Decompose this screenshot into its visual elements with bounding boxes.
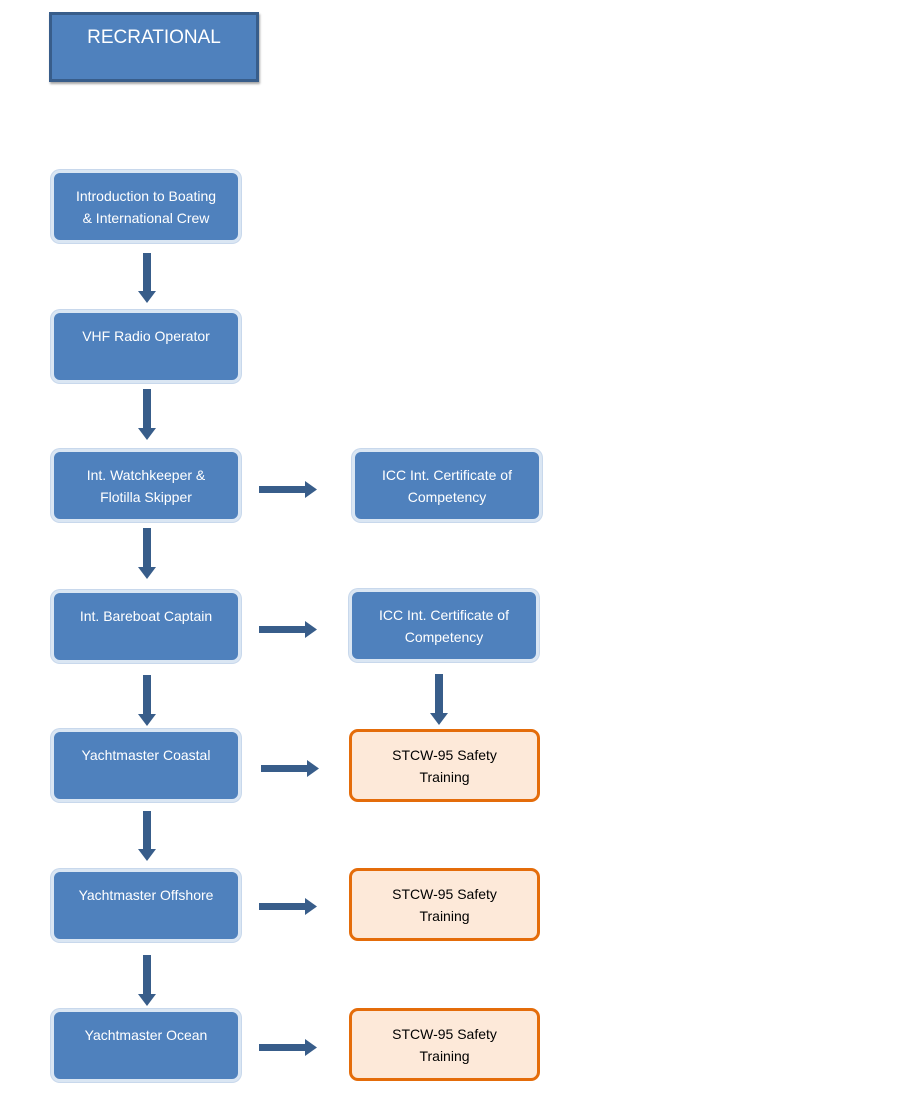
node-icc-certificate-1: ICC Int. Certificate of Competency [352,449,542,522]
node-label: Yachtmaster Ocean [84,1027,208,1043]
node-int-bareboat-captain: Int. Bareboat Captain [51,590,241,663]
node-label: Training [419,769,470,785]
node-label: STCW-95 Safety [392,886,497,902]
node-label: Training [419,1048,470,1064]
node-stcw-safety-3: STCW-95 Safety Training [349,1008,540,1081]
node-label: STCW-95 Safety [392,1026,497,1042]
node-label: Yachtmaster Offshore [78,887,214,903]
node-label: ICC Int. Certificate of [382,467,512,483]
arrow-down-bareboat-coastal [138,675,156,726]
arrow-down-coastal-offshore [138,811,156,861]
node-yachtmaster-ocean: Yachtmaster Ocean [51,1009,241,1082]
node-label: Flotilla Skipper [100,489,192,505]
node-vhf-radio-operator: VHF Radio Operator [51,310,241,383]
arrow-right-coastal-stcw [261,760,319,777]
page-title: RECRATIONAL [49,12,259,82]
node-intro-to-boating: Introduction to Boating & International … [51,170,241,243]
node-stcw-safety-1: STCW-95 Safety Training [349,729,540,802]
node-label: Competency [407,489,487,505]
node-label: ICC Int. Certificate of [379,607,509,623]
node-label: Introduction to Boating [75,188,217,204]
node-label: & International Crew [82,210,210,226]
node-label: Training [419,908,470,924]
arrow-down-intro-vhf [138,253,156,303]
arrow-down-offshore-ocean [138,955,156,1006]
arrow-down-vhf-watchkeeper [138,389,156,440]
arrow-down-icc-stcw [430,674,448,725]
arrow-right-watchkeeper-icc [259,481,317,498]
node-yachtmaster-coastal: Yachtmaster Coastal [51,729,241,802]
arrow-right-bareboat-icc [259,621,317,638]
node-label: Int. Bareboat Captain [79,608,213,624]
arrow-down-watchkeeper-bareboat [138,528,156,579]
node-int-watchkeeper: Int. Watchkeeper & Flotilla Skipper [51,449,241,522]
arrow-right-ocean-stcw [259,1039,317,1056]
node-icc-certificate-2: ICC Int. Certificate of Competency [349,589,539,662]
arrow-right-offshore-stcw [259,898,317,915]
node-label: STCW-95 Safety [392,747,497,763]
node-label: Int. Watchkeeper & [86,467,206,483]
node-yachtmaster-offshore: Yachtmaster Offshore [51,869,241,942]
node-label: Yachtmaster Coastal [81,747,211,763]
node-label: VHF Radio Operator [82,328,210,344]
node-stcw-safety-2: STCW-95 Safety Training [349,868,540,941]
node-label: Competency [404,629,484,645]
